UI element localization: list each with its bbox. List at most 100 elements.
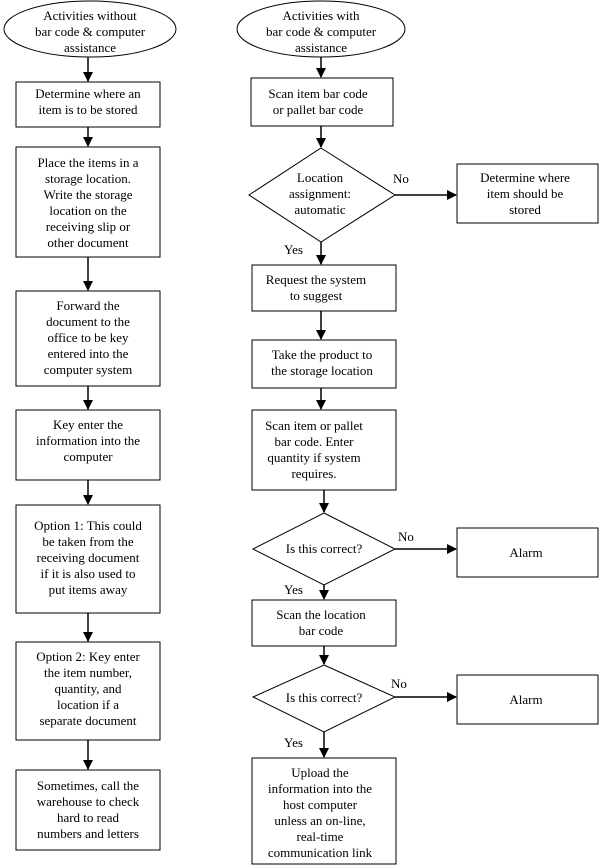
text-line: bar code & computer [266,24,377,39]
text-line: bar code. Enter [274,434,354,449]
text-line: document to the [46,314,130,329]
text-line: Scan the location [276,607,366,622]
no-label-correct-2: No [391,676,407,691]
text-line: automatic [294,202,345,217]
right-connectors [316,57,457,758]
text-line: if it is also used to [41,566,136,581]
text-line: computer [63,449,113,464]
step-request-system [251,264,397,312]
text-line: host computer [283,797,358,812]
text-line: Sometimes, call the [37,778,139,793]
text-line: Scan item bar code [268,86,367,101]
decision-correct-2-text: Is this correct? [286,690,363,705]
text-line: Upload the [291,765,349,780]
text-line: Location [297,170,344,185]
step-forward-document [15,290,161,387]
text-line: communication link [268,845,373,860]
text-line: the item number, [44,665,132,680]
text-line: assistance [295,40,347,55]
text-line: receiving slip or [46,219,131,234]
text-line: item is to be stored [39,102,138,117]
text-line: assignment: [289,186,351,201]
left-header-terminator [3,0,177,58]
text-line: Forward the [56,298,119,313]
text-line: Key enter the [53,417,123,432]
step-place-items [15,146,161,258]
alarm-2-text: Alarm [509,692,542,707]
text-line: Alarm [509,545,542,560]
text-line: receiving document [37,550,140,565]
yes-label-correct-2: Yes [284,735,303,750]
text-line: numbers and letters [37,826,139,841]
yes-label-location: Yes [284,242,303,257]
text-line: or pallet bar code [273,102,364,117]
text-line: warehouse to check [37,794,140,809]
text-line: quantity if system [267,450,360,465]
alarm-2 [456,674,599,725]
text-line: Alarm [509,692,542,707]
text-line: storage location. [45,171,131,186]
alarm-1 [456,527,599,578]
step-call-warehouse [15,769,161,851]
text-line: be taken from the [42,534,134,549]
text-line: hard to read [57,810,120,825]
yes-label-correct-1: Yes [284,582,303,597]
text-line: Option 1: This could [34,518,142,533]
text-line: bar code [299,623,344,638]
text-line: Take the product to [272,347,373,362]
step-key-enter [15,409,161,481]
text-line: separate document [39,713,136,728]
text-line: Activities without [43,8,137,23]
text-line: quantity, and [54,681,122,696]
step-determine-where [456,163,599,224]
text-line: bar code & computer [35,24,146,39]
step-scan-pallet [251,409,397,491]
no-label-correct-1: No [398,529,414,544]
text-line: Place the items in a [37,155,138,170]
text-line: to suggest [290,288,343,303]
decision-correct-1-text: Is this correct? [286,541,363,556]
text-line: other document [47,235,129,250]
text-line: Activities with [283,8,360,23]
text-line: office to be key [48,330,129,345]
text-line: put items away [49,582,128,597]
text-line: assistance [64,40,116,55]
text-line: information into the [36,433,140,448]
text-line: unless an on-line, [274,813,365,828]
step-take-product [251,339,397,389]
text-line: location if a [57,697,119,712]
text-line: computer system [44,362,132,377]
alarm-1-text: Alarm [509,545,542,560]
step-upload [251,757,397,865]
step-scan-item [250,77,394,127]
text-line: item should be [487,186,564,201]
text-line: entered into the [48,346,129,361]
text-line: Determine where [480,170,570,185]
text-line: stored [509,202,541,217]
text-line: Determine where an [35,86,141,101]
text-line: the storage location [271,363,373,378]
text-line: requires. [291,466,336,481]
no-label-location: No [393,171,409,186]
text-line: Option 2: Key enter [36,649,140,664]
text-line: Is this correct? [286,541,363,556]
